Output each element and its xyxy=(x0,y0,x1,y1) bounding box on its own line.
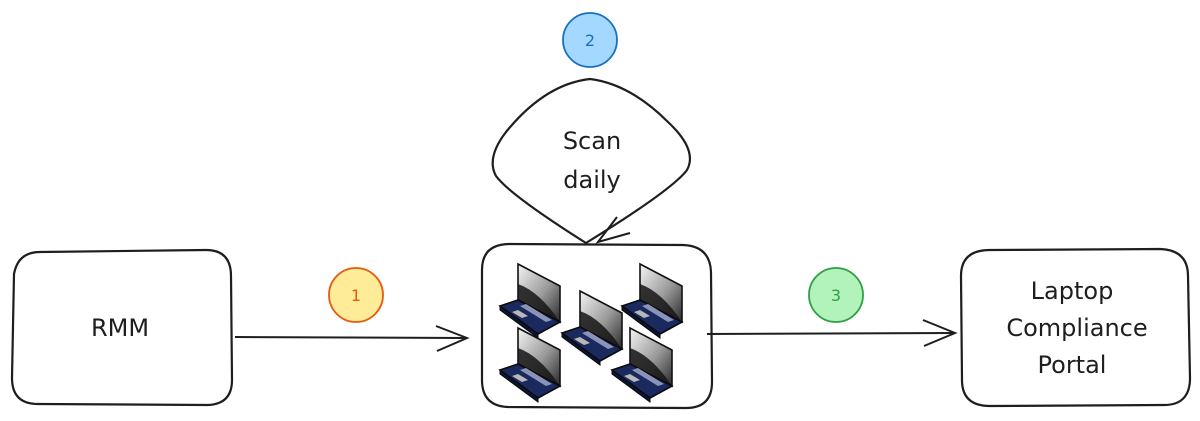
loop-arrow-head-icon xyxy=(595,216,631,244)
portal-label-line-3: Portal xyxy=(1038,351,1107,379)
portal-label-line-2: Compliance xyxy=(1006,314,1147,342)
badge-step-1: 1 xyxy=(328,267,384,323)
badge-2-text: 2 xyxy=(585,31,595,50)
scan-diamond xyxy=(491,77,692,245)
arrow-line xyxy=(234,336,467,339)
arrow-head-icon xyxy=(922,319,958,347)
rmm-box xyxy=(10,248,234,407)
edge-laptops-to-portal[interactable] xyxy=(706,319,958,347)
badge-step-3: 3 xyxy=(808,267,864,323)
portal-node[interactable]: Laptop Compliance Portal xyxy=(959,247,1192,408)
badge-3-text: 3 xyxy=(831,286,841,305)
scan-label-line-2: daily xyxy=(563,166,620,194)
badge-1-text: 1 xyxy=(351,286,361,305)
laptops-node[interactable] xyxy=(480,242,714,410)
arrow-line xyxy=(706,332,956,335)
arrow-head-icon xyxy=(435,325,470,352)
portal-box xyxy=(959,247,1192,408)
edge-rmm-to-laptops[interactable] xyxy=(234,325,470,352)
rmm-node[interactable]: RMM xyxy=(10,248,234,407)
rmm-label: RMM xyxy=(91,314,149,342)
badge-step-2: 2 xyxy=(562,12,618,68)
portal-label-line-1: Laptop xyxy=(1031,277,1114,305)
scan-daily-node[interactable]: Scan daily xyxy=(491,77,692,245)
scan-label-line-1: Scan xyxy=(563,127,621,155)
